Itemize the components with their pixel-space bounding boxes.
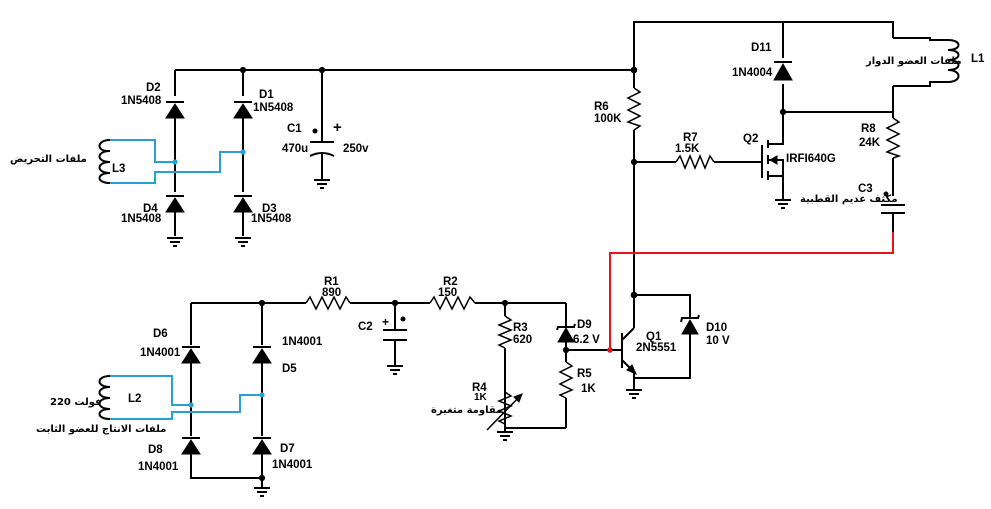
coil-wiring <box>110 139 262 420</box>
capacitor-c1 <box>309 128 335 157</box>
q1-value: 2N5551 <box>636 342 677 354</box>
c1-ref: C1 <box>287 123 302 135</box>
r4-note: مقاومة متغيرة <box>431 405 502 416</box>
d11-value: 1N4004 <box>732 67 773 79</box>
capacitor-c2 <box>383 316 407 341</box>
resistor-r8 <box>885 117 902 159</box>
coil-l2 <box>98 375 111 420</box>
resistor-r7 <box>675 154 715 170</box>
resistor-r6 <box>626 87 642 131</box>
r7-value: 1.5K <box>675 143 700 155</box>
r1-ref: R1 <box>324 276 339 288</box>
c2-plus-sign: + <box>382 315 389 329</box>
d2-ref: D2 <box>146 82 161 94</box>
r8-value: 24K <box>859 137 881 149</box>
d8-value: 1N4001 <box>138 461 179 473</box>
c1-plus-sign: + <box>333 119 342 136</box>
d4-value: 1N5408 <box>121 213 162 225</box>
ground-symbols <box>167 179 791 497</box>
r1-value: 890 <box>322 287 341 299</box>
zener-d9 <box>556 323 576 343</box>
c1-voltage: 250v <box>343 143 369 155</box>
d1-ref: D1 <box>259 89 274 101</box>
r3-ref: R3 <box>513 322 528 334</box>
d3-value: 1N5408 <box>251 213 292 225</box>
d2-value: 1N5408 <box>121 95 162 107</box>
r6-value: 100K <box>594 113 622 125</box>
zener-d10 <box>680 314 700 335</box>
d7-value: 1N4001 <box>272 459 313 471</box>
coil-l3 <box>98 139 111 184</box>
r5-ref: R5 <box>577 368 592 380</box>
d6-value: 1N4001 <box>140 347 181 359</box>
resistor-r3 <box>497 315 513 349</box>
d9-value: 6.2 V <box>573 334 600 346</box>
q2-value: IRFI640G <box>786 153 836 165</box>
l2-ref: L2 <box>128 393 141 405</box>
c3-ref: C3 <box>858 183 873 195</box>
q1-ref: Q1 <box>646 331 662 343</box>
r3-value: 620 <box>513 334 532 346</box>
l2-note-voltage: فولت 220 <box>50 397 102 408</box>
diode-d3 <box>233 195 253 213</box>
d7-ref: D7 <box>280 443 295 455</box>
d6-ref: D6 <box>153 328 168 340</box>
junction-dots <box>172 66 787 482</box>
r2-value: 150 <box>438 287 457 299</box>
mosfet-q2 <box>761 140 784 180</box>
r5-value: 1K <box>581 383 596 395</box>
resistor-r2 <box>429 295 476 311</box>
d10-value: 10 V <box>706 335 730 347</box>
r2-ref: R2 <box>443 276 458 288</box>
l1-note: ملفات العضو الدوار <box>865 56 962 67</box>
r8-ref: R8 <box>861 123 876 135</box>
d5-value: 1N4001 <box>282 336 323 348</box>
variable-resistor-r4 <box>486 391 523 431</box>
q2-ref: Q2 <box>743 133 758 145</box>
diode-d8 <box>181 437 201 455</box>
d9-ref: D9 <box>577 319 592 331</box>
c3-note: مكثف عديم القطبية <box>800 194 898 205</box>
r6-ref: R6 <box>594 101 609 113</box>
l3-note: ملفات التحريض <box>10 154 87 165</box>
l2-note-stator: ملفات الانتاج للعضو الثابت <box>36 424 166 435</box>
d10-ref: D10 <box>706 322 727 334</box>
diode-d11 <box>773 61 793 81</box>
diode-d1 <box>233 101 253 119</box>
resistor-r1 <box>305 295 351 311</box>
l1-ref: L1 <box>971 53 985 65</box>
r4-value: 1K <box>474 392 488 403</box>
feedback-wire <box>609 232 894 350</box>
r7-ref: R7 <box>683 132 698 144</box>
d4-ref: D4 <box>143 203 158 215</box>
capacitor-c3 <box>881 191 905 214</box>
r4-ref: R4 <box>472 382 487 394</box>
npn-transistor-q1 <box>612 295 637 378</box>
l3-ref: L3 <box>112 163 125 175</box>
wiring <box>174 21 894 488</box>
d11-ref: D11 <box>751 42 772 54</box>
d3-ref: D3 <box>262 203 277 215</box>
diode-d4 <box>165 195 185 213</box>
diode-d7 <box>252 437 272 455</box>
diode-d5 <box>252 346 272 364</box>
d5-ref: D5 <box>282 363 297 375</box>
diode-d2 <box>165 101 185 119</box>
coil-l1 <box>893 37 960 87</box>
d8-ref: D8 <box>148 444 163 456</box>
diode-d6 <box>181 346 201 364</box>
resistor-r5 <box>558 361 574 399</box>
d1-value: 1N5408 <box>253 102 294 114</box>
c1-value: 470u <box>282 143 308 155</box>
c2-ref: C2 <box>358 321 373 333</box>
